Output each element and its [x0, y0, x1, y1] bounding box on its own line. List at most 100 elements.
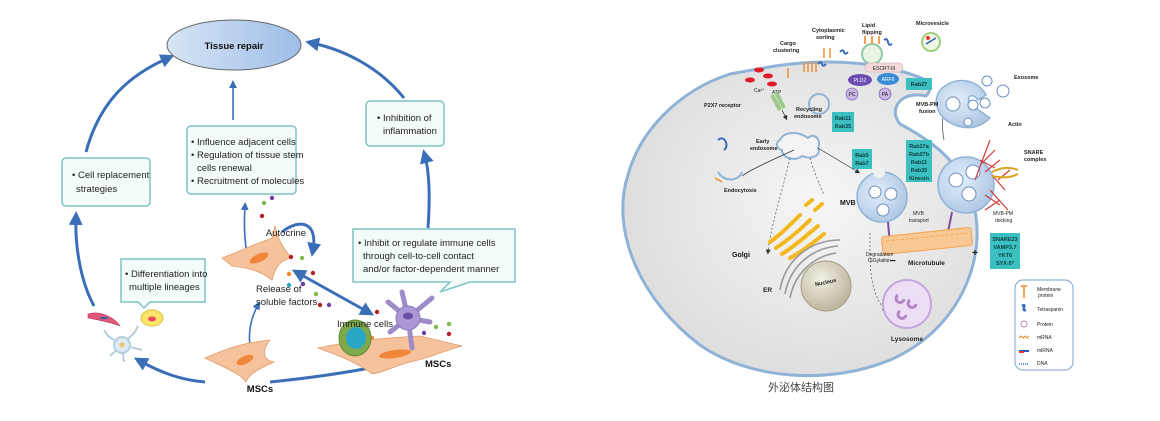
mvb2-tether	[947, 211, 953, 233]
microtubule: − + Microtubule	[881, 227, 978, 267]
svg-text:flipping: flipping	[862, 30, 882, 36]
svg-text:cells renewal: cells renewal	[197, 163, 252, 174]
legend-mirna: miRNA	[1019, 348, 1053, 354]
endocytosis-label: Endocytosis	[724, 188, 757, 194]
arrow-cell-replacement-to-repair	[84, 54, 175, 153]
fusion-mvb-vesicle	[935, 79, 992, 129]
inhibition-inflammation-box: • Inhibition of inflammation	[365, 100, 445, 147]
svg-text:Rab27: Rab27	[911, 82, 928, 88]
svg-text:VAMP3,7: VAMP3,7	[993, 245, 1016, 251]
legend-membrane-protein: Membrane protein	[1021, 285, 1061, 299]
cytoplasmic-sorting: Cytoplasmic sorting	[812, 28, 845, 41]
lysosome: Lysosome	[882, 279, 932, 343]
svg-text:• Inhibit or regulate immune c: • Inhibit or regulate immune cells	[358, 238, 496, 249]
cell-replacement-box: • Cell replacement strategies	[61, 157, 151, 207]
golgi-apparatus	[768, 198, 826, 260]
mvb-transport-label: MVB transport	[909, 211, 929, 224]
svg-text:Tetraspanin: Tetraspanin	[1037, 307, 1063, 313]
svg-text:clustering: clustering	[773, 48, 799, 54]
svg-text:Rab11: Rab11	[835, 116, 851, 122]
dendritic-cell-icon	[385, 289, 435, 351]
msc-bottom-cell: MSCs	[204, 339, 276, 395]
svg-text:• Cell replacement: • Cell replacement	[72, 170, 150, 181]
svg-text:Rab27b: Rab27b	[909, 152, 930, 158]
actin-filaments	[974, 139, 1011, 211]
arrow-autocrine-loop	[281, 222, 322, 257]
muscle-cell-icon	[87, 312, 121, 327]
svg-text:inflammation: inflammation	[383, 126, 437, 137]
tetraspanin-decorations	[717, 49, 849, 151]
svg-text:SNARE23: SNARE23	[992, 237, 1017, 243]
svg-text:mRNA: mRNA	[1037, 335, 1052, 341]
legend-tetraspanin: Tetraspanin	[1021, 303, 1063, 313]
svg-text:Lysosome: Lysosome	[891, 336, 923, 343]
membrane-protein-decorations	[714, 48, 831, 183]
svg-text:protein: protein	[1038, 293, 1054, 299]
tissue-repair-node: Tissue repair	[166, 19, 302, 71]
lymphocyte-icon	[338, 319, 372, 357]
svg-text:MVB-PM: MVB-PM	[993, 211, 1013, 217]
svg-text:Cytoplasmic: Cytoplasmic	[812, 28, 845, 34]
arrow-inflammation-to-repair	[305, 37, 406, 99]
svg-text:ESCRT-III: ESCRT-III	[873, 66, 895, 72]
svg-text:complex: complex	[1024, 157, 1047, 163]
exosome-icons	[979, 75, 1010, 109]
docking-mvb-vesicle	[937, 156, 995, 214]
recycling-endosome: Recycling endosome	[794, 93, 830, 120]
svg-text:• Differentiation into: • Differentiation into	[125, 269, 207, 280]
nucleus: Nucleus	[800, 260, 852, 312]
rab11-rab35-box: Rab11 Rab35	[832, 112, 854, 132]
svg-text:Protein: Protein	[1037, 322, 1053, 328]
svg-text:Recycling: Recycling	[796, 107, 822, 113]
svg-text:sorting: sorting	[816, 35, 835, 41]
svg-text:• Influence adjacent cells: • Influence adjacent cells	[191, 137, 296, 148]
arrow-msc-to-release	[248, 301, 260, 346]
svg-text:Autocrine: Autocrine	[266, 228, 306, 239]
neuron-icon	[103, 325, 143, 363]
tetraspanin-icon	[1021, 303, 1027, 312]
svg-text:soluble factors: soluble factors	[256, 297, 318, 308]
mrna-icon	[1018, 335, 1030, 339]
svg-text:SYX-5*: SYX-5*	[996, 261, 1015, 267]
svg-text:multiple lineages: multiple lineages	[129, 282, 200, 293]
legend: Membrane protein Tetraspanin Protein mRN…	[1014, 279, 1074, 371]
svg-text:and/or factor-dependent manner: and/or factor-dependent manner	[363, 264, 499, 275]
snare-complex-icon	[991, 166, 1019, 179]
msc-tissue-repair-diagram: Tissue repair • Cell replacement strateg…	[0, 0, 580, 416]
svg-text:Ca²⁺: Ca²⁺	[754, 88, 765, 94]
svg-text:Release of: Release of	[256, 284, 302, 295]
rab5-rab7-box: Rab5 Rab7	[852, 149, 872, 169]
svg-text:+: +	[972, 248, 978, 259]
p2x7-label: P2X7 receptor	[704, 103, 742, 109]
lipid-flipping: Lipid flipping	[862, 23, 882, 36]
arrow-release-immune-bidirectional	[291, 269, 375, 316]
er-label: ER	[763, 287, 772, 294]
msc-release-cell: Autocrine Release of soluble factors	[221, 225, 318, 308]
svg-text:miRNA: miRNA	[1037, 348, 1053, 354]
svg-text:Microtubule: Microtubule	[908, 260, 945, 267]
figure-caption: 外泌体结构图	[768, 381, 834, 394]
svg-text:Rab11: Rab11	[911, 160, 927, 166]
tissue-repair-label: Tissue repair	[205, 41, 264, 52]
exosome-structure-diagram: Cargo clustering Cytoplasmic sorting Lip…	[600, 0, 1160, 416]
svg-text:Rab5: Rab5	[855, 153, 868, 159]
svg-text:transport: transport	[909, 218, 929, 224]
golgi-label: Golgi	[732, 252, 750, 259]
arrow-differentiated-to-replacement	[68, 211, 96, 307]
p2x7-receptor-icon	[770, 91, 788, 121]
snare-complex-label: SNARE complex	[1024, 150, 1047, 163]
cargo-clustering: Cargo clustering	[773, 41, 799, 54]
svg-text:MSCs: MSCs	[425, 359, 451, 370]
mvb-pm-fusion-label: MVB-PM fusion	[916, 102, 939, 115]
microvesicle-label: Microvesicle	[916, 21, 949, 27]
microvesicle-icon	[921, 32, 941, 52]
degradation-label: Degradation ISGylation	[866, 252, 893, 264]
arrow-release-to-paracrine	[240, 202, 249, 249]
svg-text:• Recruitment of molecules: • Recruitment of molecules	[191, 176, 304, 187]
differentiation-callout: • Differentiation into multiple lineages	[120, 258, 207, 310]
svg-text:strategies: strategies	[76, 184, 117, 195]
svg-text:MVB: MVB	[913, 211, 925, 217]
svg-text:DNA: DNA	[1037, 361, 1048, 367]
legend-mrna: mRNA	[1018, 335, 1052, 341]
svg-text:ARF6: ARF6	[882, 77, 895, 83]
